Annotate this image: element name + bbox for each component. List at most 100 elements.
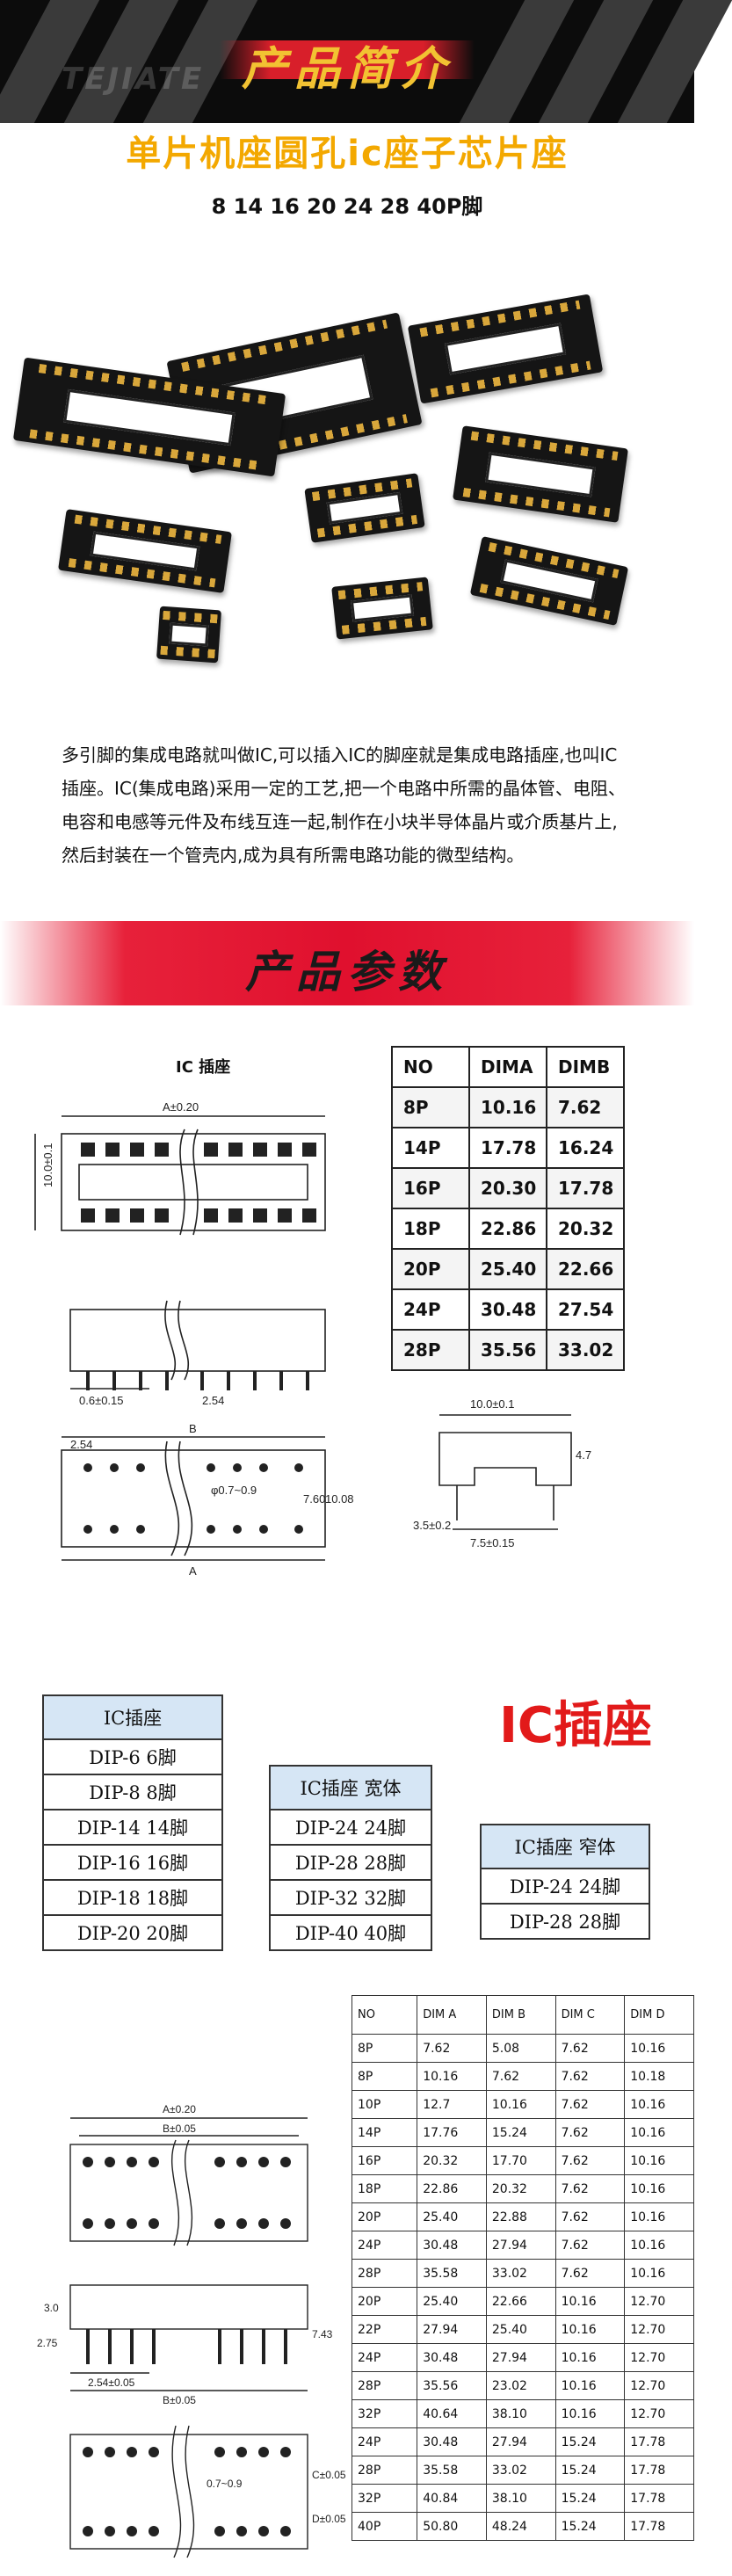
- big-table-header: DIM B: [485, 1995, 556, 2035]
- dim-height-label: 10.0±0.1: [41, 1143, 54, 1187]
- ic-socket-heading: IC插座: [499, 1697, 652, 1754]
- table-cell: 30.48: [468, 1288, 547, 1331]
- table-cell: 12.7: [417, 2090, 487, 2119]
- table-cell: 50.80: [417, 2512, 487, 2541]
- dim-p-label: 2.54: [202, 1394, 224, 1407]
- table-cell: 30.48: [417, 2427, 487, 2456]
- table-cell: 7.62: [554, 2034, 626, 2063]
- table-cell: 25.40: [485, 2315, 556, 2344]
- table-cell: 23.02: [485, 2371, 556, 2400]
- table-cell: 35.56: [417, 2371, 487, 2400]
- table-cell: 17.78: [546, 1167, 625, 1209]
- table-cell: 7.62: [554, 2146, 626, 2175]
- dim-760-label: 7.60: [303, 1492, 325, 1506]
- ic-socket-table: IC插座 DIP-6 6脚 DIP-8 8脚 DIP-14 14脚 DIP-16…: [42, 1694, 223, 1951]
- detail-dim-743: 7.43: [312, 2328, 333, 2340]
- ic-socket-wide-table: IC插座 宽体 DIP-24 24脚 DIP-28 28脚 DIP-32 32脚…: [269, 1765, 432, 1951]
- table-cell: 8P: [391, 1086, 470, 1128]
- side-height-label: 4.7: [576, 1448, 591, 1462]
- detail-dim-c: C±0.05: [312, 2469, 346, 2481]
- table-cell: 24P: [391, 1288, 470, 1331]
- table-cell: 10.16: [554, 2399, 626, 2428]
- list-item: DIP-6 6脚: [42, 1738, 223, 1775]
- table-cell: 28P: [351, 2456, 418, 2485]
- socket-top-drawing: A±0.20 10.0±0.1 0.6±0.15 2.54 2.54 B φ0.…: [34, 1100, 354, 1578]
- table-cell: 10.16: [624, 2146, 694, 2175]
- brand-watermark: TEJIATE: [62, 62, 205, 97]
- dim-table-header: NO: [391, 1046, 470, 1088]
- table-cell: 8P: [351, 2062, 418, 2091]
- table-cell: 7.62: [546, 1086, 625, 1128]
- table-cell: 27.54: [546, 1288, 625, 1331]
- table-cell: 17.78: [624, 2427, 694, 2456]
- table-cell: 7.62: [554, 2090, 626, 2119]
- params-banner: 产品参数: [0, 905, 694, 1014]
- table-cell: 33.02: [546, 1329, 625, 1371]
- table-cell: 28P: [351, 2371, 418, 2400]
- table-cell: 15.24: [554, 2484, 626, 2513]
- table-cell: 17.78: [624, 2456, 694, 2485]
- table-cell: 20P: [391, 1248, 470, 1290]
- table-cell: 5.08: [485, 2034, 556, 2063]
- socket-24p: [453, 425, 628, 523]
- dim-p-label-2: 2.54: [70, 1438, 92, 1451]
- table-cell: 33.02: [485, 2259, 556, 2288]
- table-cell: 35.58: [417, 2456, 487, 2485]
- table-cell: 32P: [351, 2399, 418, 2428]
- table-cell: 24P: [351, 2427, 418, 2456]
- socket-detail-drawing: A±0.20 B±0.05 3.0 2.75 2.54±0.05 7.43 B±…: [37, 2103, 346, 2558]
- dim-a-label: A±0.20: [163, 1100, 199, 1114]
- table-cell: 33.02: [485, 2456, 556, 2485]
- table-cell: 10.16: [554, 2343, 626, 2372]
- big-table-header: DIM A: [417, 1995, 487, 2035]
- table-cell: 32P: [351, 2484, 418, 2513]
- table-cell: 25.40: [417, 2202, 487, 2231]
- table-cell: 38.10: [485, 2399, 556, 2428]
- list-item: DIP-28 28脚: [480, 1903, 650, 1940]
- table-cell: 28P: [351, 2259, 418, 2288]
- list-item: DIP-16 16脚: [42, 1844, 223, 1881]
- socket-8p: [156, 606, 222, 664]
- table-cell: 10.16: [554, 2315, 626, 2344]
- table-cell: 7.62: [554, 2174, 626, 2203]
- table-cell: 30.48: [417, 2343, 487, 2372]
- side-width-label: 10.0±0.1: [470, 1397, 515, 1411]
- big-table-header: DIM D: [624, 1995, 694, 2035]
- table-cell: 35.56: [468, 1329, 547, 1371]
- detail-dimension-section: A±0.20 B±0.05 3.0 2.75 2.54±0.05 7.43 B±…: [0, 1960, 694, 2576]
- table-cell: 10.16: [485, 2090, 556, 2119]
- table-cell: 10.16: [624, 2202, 694, 2231]
- table-cell: 40.64: [417, 2399, 487, 2428]
- type-table-header: IC插座 宽体: [269, 1765, 432, 1810]
- dim-pitch-label: 0.6±0.15: [79, 1394, 124, 1407]
- detail-dim-pitch: 2.54±0.05: [88, 2376, 135, 2389]
- table-cell: 10.16: [624, 2034, 694, 2063]
- table-cell: 10.18: [624, 2062, 694, 2091]
- table-cell: 30.48: [417, 2231, 487, 2260]
- dip-types-section: IC插座 IC插座 DIP-6 6脚 DIP-8 8脚 DIP-14 14脚 D…: [0, 1670, 694, 1951]
- table-cell: 27.94: [417, 2315, 487, 2344]
- dim-table-header: DIMB: [546, 1046, 625, 1088]
- table-cell: 17.70: [485, 2146, 556, 2175]
- socket-20p: [469, 536, 629, 626]
- table-cell: 12.70: [624, 2315, 694, 2344]
- side-leg-label: 3.5±0.2: [413, 1519, 451, 1532]
- table-cell: 20.32: [417, 2146, 487, 2175]
- table-cell: 16P: [351, 2146, 418, 2175]
- list-item: DIP-24 24脚: [269, 1809, 432, 1846]
- table-cell: 10.16: [417, 2062, 487, 2091]
- table-cell: 10.16: [554, 2287, 626, 2316]
- dim-1008-label: 10.08: [325, 1492, 354, 1506]
- product-title: 单片机座圆孔ic座子芯片座: [126, 134, 569, 174]
- dim-a2-label: A: [189, 1564, 197, 1578]
- table-cell: 7.62: [554, 2231, 626, 2260]
- table-cell: 22.66: [546, 1248, 625, 1290]
- table-cell: 12.70: [624, 2399, 694, 2428]
- big-table-header: NO: [351, 1995, 418, 2035]
- table-cell: 17.78: [624, 2512, 694, 2541]
- table-cell: 27.94: [485, 2343, 556, 2372]
- detail-dim-pin: 0.7~0.9: [207, 2478, 243, 2490]
- table-cell: 20.32: [485, 2174, 556, 2203]
